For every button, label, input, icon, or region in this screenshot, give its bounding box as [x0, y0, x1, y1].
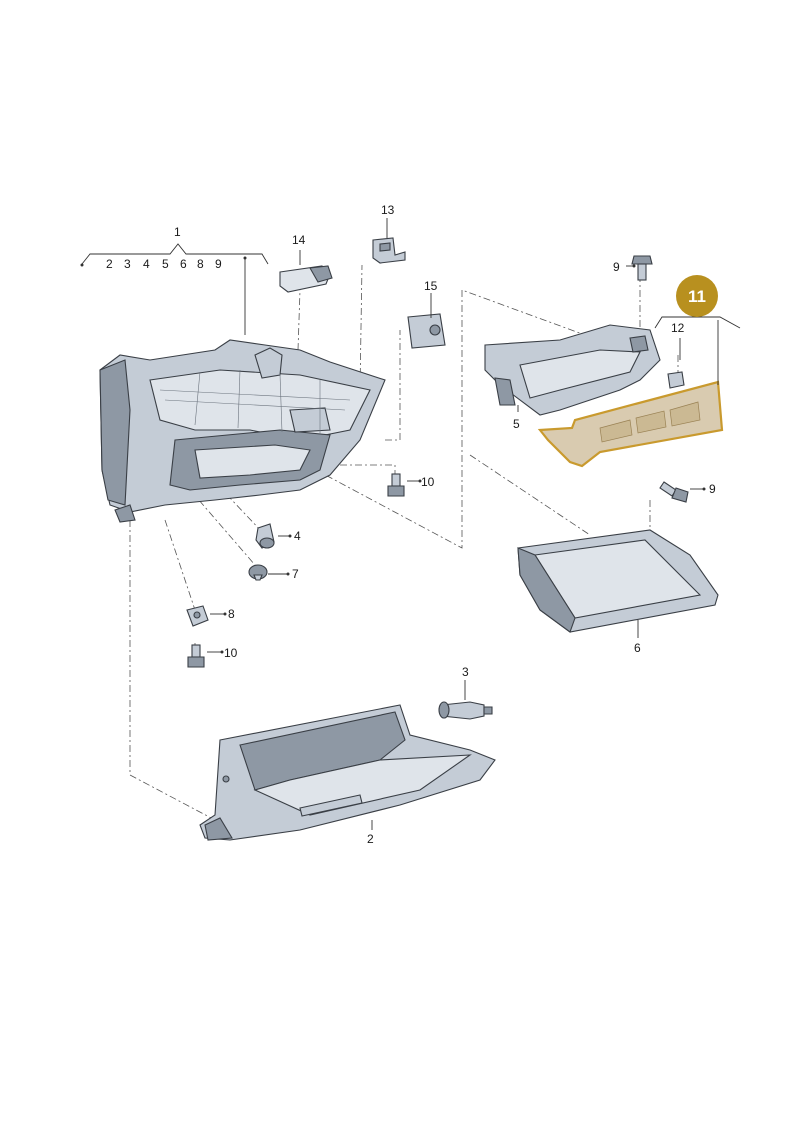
callout-4: 4	[294, 529, 301, 543]
callout-labels: 1 2 3 4 5 6 8 9 2 3 4 5 6 7 8 9 9 10 10 …	[106, 203, 716, 846]
callout-9-right: 9	[709, 482, 716, 496]
callout-1-group-9: 9	[215, 257, 222, 271]
screw-part-9-b	[659, 481, 689, 503]
clip-part-12	[667, 371, 685, 389]
switch-part-15	[407, 313, 446, 349]
highlight-badge: 11	[676, 275, 718, 317]
screw-part-9-a	[631, 255, 653, 281]
callout-8: 8	[228, 607, 235, 621]
rivet-part-7	[248, 564, 268, 581]
callout-1-group-5: 5	[162, 257, 169, 271]
callout-3: 3	[462, 665, 469, 679]
callout-1-group-6: 6	[180, 257, 187, 271]
callout-10-center: 10	[421, 475, 435, 489]
tray-insert-part-11	[537, 380, 724, 468]
callout-1-group-4: 4	[143, 257, 150, 271]
highlight-badge-circle	[676, 275, 718, 317]
callout-9-top: 9	[613, 260, 620, 274]
screw-part-10-a	[387, 473, 405, 497]
callout-11: 11	[688, 287, 706, 306]
callout-12: 12	[671, 321, 685, 335]
callout-5: 5	[513, 417, 520, 431]
glove-box-lid	[199, 704, 496, 841]
callout-13: 13	[381, 203, 395, 217]
bracket-part-13	[372, 237, 406, 264]
glove-box-housing	[99, 339, 386, 523]
callout-15: 15	[424, 279, 438, 293]
storage-tray-part-6	[517, 529, 719, 633]
callout-7: 7	[292, 567, 299, 581]
leader-lines	[81, 218, 741, 830]
lamp-part-14	[279, 265, 333, 293]
clip-part-4	[255, 523, 275, 549]
lock-cylinder	[438, 701, 493, 720]
callout-1-group-3: 3	[124, 257, 131, 271]
callout-1: 1	[174, 225, 181, 239]
callout-2: 2	[367, 832, 374, 846]
callout-1-group-8: 8	[197, 257, 204, 271]
frame-part-5	[484, 324, 661, 416]
callout-6: 6	[634, 641, 641, 655]
callout-1-group-2: 2	[106, 257, 113, 271]
callout-10-left: 10	[224, 646, 238, 660]
screw-part-10-b	[187, 644, 205, 668]
clip-nut-part-8	[186, 605, 209, 627]
callout-14: 14	[292, 233, 306, 247]
callout-arrow-dots	[80, 256, 706, 654]
